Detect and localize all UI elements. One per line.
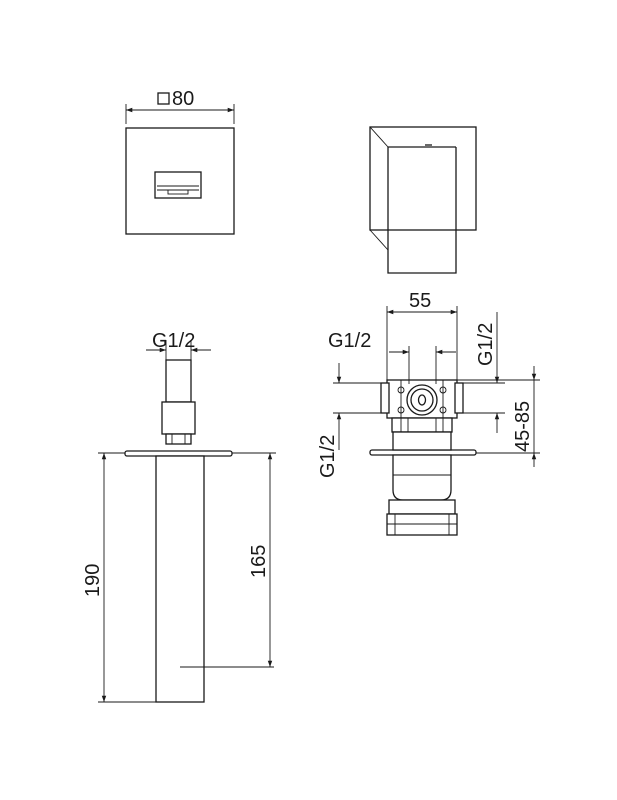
front-outlet-slot: [154, 171, 202, 199]
valve-body-view: 55 G1/2 G1/2 45-85 G1/2: [317, 290, 540, 536]
square-width-label: 80: [172, 88, 194, 110]
body-width-label: 55: [409, 290, 431, 312]
outlet-thread-label: G1/2: [152, 330, 195, 352]
front-view: 80: [125, 88, 235, 235]
total-length-label: 190: [82, 564, 104, 597]
inlet-thread-right-label: G1/2: [475, 323, 497, 366]
inlet-thread-left-label: G1/2: [328, 330, 371, 352]
top-view: [369, 126, 477, 274]
side-view: G1/2 190 165: [82, 330, 276, 703]
inlet-thread-bottom-label: G1/2: [317, 435, 339, 478]
square-symbol-icon: [157, 92, 170, 105]
spout-length-label: 165: [248, 545, 270, 578]
installation-depth-label: 45-85: [512, 401, 534, 452]
